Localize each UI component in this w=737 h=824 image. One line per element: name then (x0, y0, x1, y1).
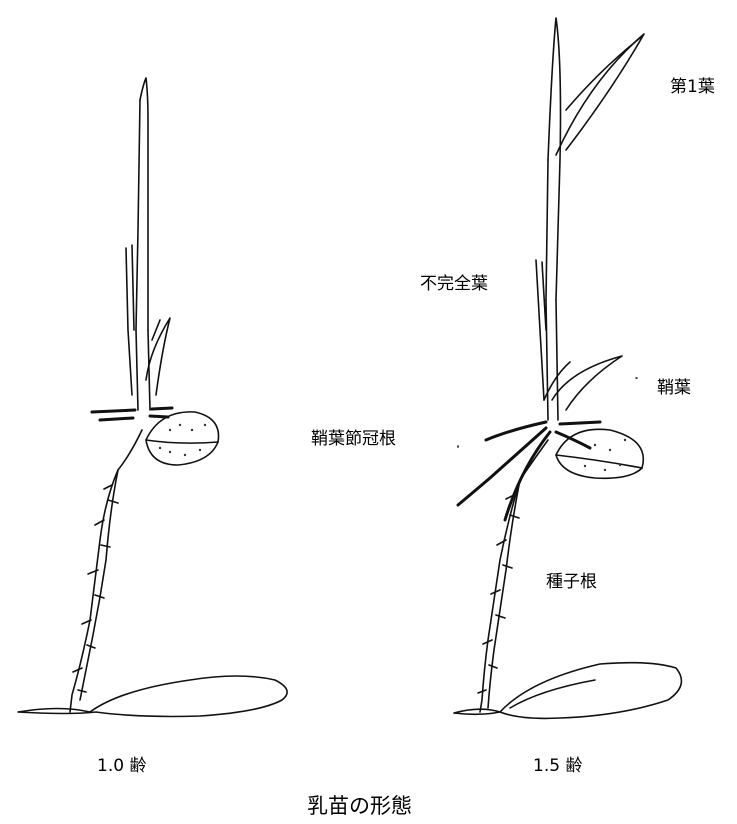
label-coleoptile-node-roots: 鞘葉節冠根 (311, 431, 396, 448)
figure-title: 乳苗の形態 (307, 796, 412, 817)
label-incomplete-leaf: 不完全葉 (420, 276, 488, 293)
label-age-right: 1.5 齢 (533, 758, 582, 775)
label-first-leaf: 第1葉 (670, 79, 715, 96)
label-seminal-root: 種子根 (546, 574, 597, 591)
label-age-left: 1.0 齢 (97, 758, 146, 775)
label-coleoptile: 鞘葉 (657, 380, 691, 397)
seedling-left-drawing (18, 78, 287, 717)
seedling-right-drawing (454, 18, 681, 718)
